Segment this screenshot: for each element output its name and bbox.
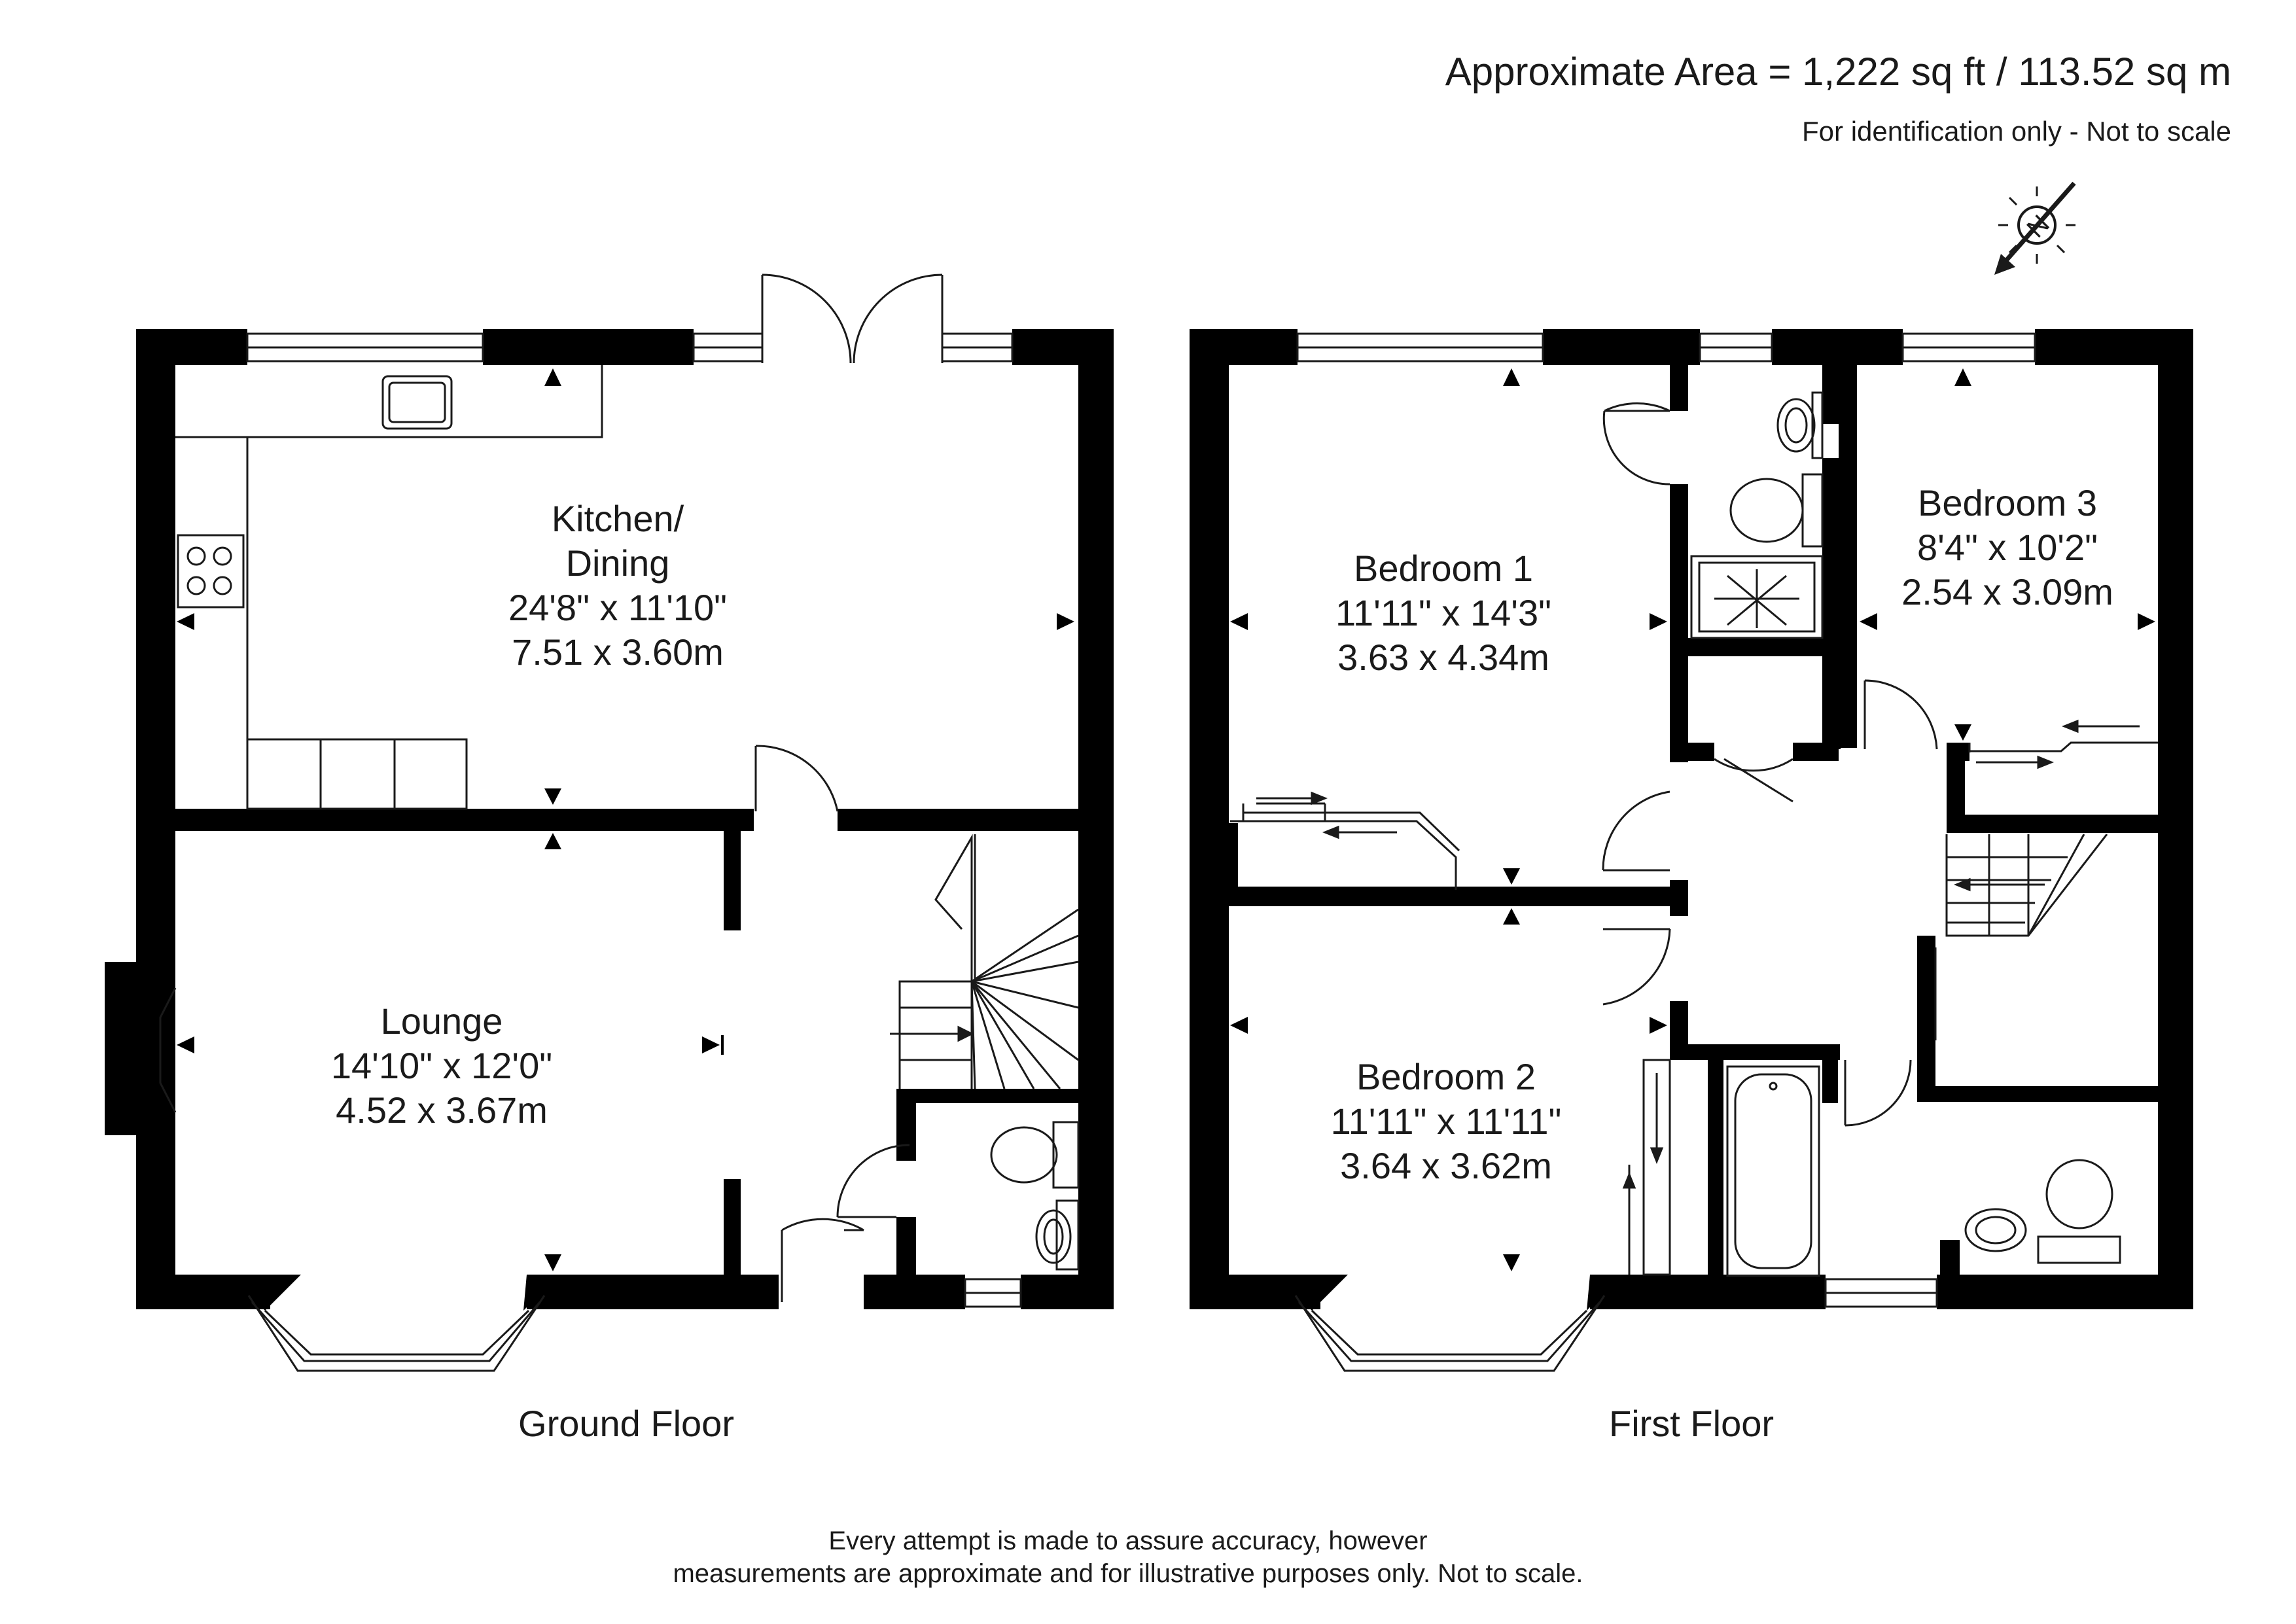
first-floor-fixtures xyxy=(1230,391,2158,1277)
ground-floor-labels: Kitchen/ Dining 24'8" x 11'10" 7.51 x 3.… xyxy=(331,498,734,1444)
room-size-metric-kitchen: 7.51 x 3.60m xyxy=(512,631,724,673)
first-floor-arrows xyxy=(1256,719,2140,1269)
identification-note: For identification only - Not to scale xyxy=(1802,116,2231,147)
french-doors xyxy=(761,274,944,364)
ground-floor-walls xyxy=(105,329,1114,1311)
ground-floor-doors xyxy=(754,745,910,1302)
room-name-kitchen-2: Dining xyxy=(566,542,670,584)
first-floor-labels: Bedroom 1 11'11" x 14'3" 3.63 x 4.34m Be… xyxy=(1331,482,2113,1444)
room-size-imperial-bedroom-1: 11'11" x 14'3" xyxy=(1335,592,1551,633)
room-size-metric-bedroom-1: 3.63 x 4.34m xyxy=(1337,637,1549,678)
room-size-imperial-lounge: 14'10" x 12'0" xyxy=(331,1045,552,1086)
first-floor-windows xyxy=(1294,332,2036,1372)
ground-floor-windows xyxy=(159,332,1022,1372)
disclaimer-line-2: measurements are approximate and for ill… xyxy=(673,1559,1583,1588)
room-size-imperial-bedroom-3: 8'4" x 10'2" xyxy=(1917,527,2098,568)
first-floor-doors xyxy=(1602,402,1938,1127)
first-floor-markers xyxy=(1230,368,2155,1271)
room-name-kitchen: Kitchen/ xyxy=(552,498,684,539)
room-name-bedroom-1: Bedroom 1 xyxy=(1354,548,1533,589)
first-floor-walls xyxy=(1190,329,2193,1311)
room-size-metric-lounge: 4.52 x 3.67m xyxy=(336,1089,548,1131)
first-floor-caption: First Floor xyxy=(1609,1403,1774,1444)
disclaimer: Every attempt is made to assure accuracy… xyxy=(673,1527,1583,1588)
approximate-area: Approximate Area = 1,222 sq ft / 113.52 … xyxy=(1445,50,2231,94)
ground-floor-markers xyxy=(177,368,1074,1271)
room-name-lounge: Lounge xyxy=(381,1000,503,1042)
kitchen-fittings xyxy=(175,365,603,810)
ground-floor-caption: Ground Floor xyxy=(518,1403,734,1444)
room-size-metric-bedroom-2: 3.64 x 3.62m xyxy=(1340,1145,1552,1186)
disclaimer-line-1: Every attempt is made to assure accuracy… xyxy=(828,1527,1427,1555)
room-size-metric-bedroom-3: 2.54 x 3.09m xyxy=(1901,571,2113,612)
room-name-bedroom-2: Bedroom 2 xyxy=(1356,1056,1536,1097)
ground-floor: Kitchen/ Dining 24'8" x 11'10" 7.51 x 3.… xyxy=(105,274,1114,1444)
hob-icon xyxy=(177,534,245,609)
room-size-imperial-bedroom-2: 11'11" x 11'11" xyxy=(1331,1101,1562,1142)
room-name-bedroom-3: Bedroom 3 xyxy=(1918,482,2097,523)
room-size-imperial-kitchen: 24'8" x 11'10" xyxy=(508,587,727,628)
north-compass-icon: N xyxy=(1994,181,2076,275)
ground-floor-stairs xyxy=(890,834,1079,1089)
header: Approximate Area = 1,222 sq ft / 113.52 … xyxy=(1445,50,2231,147)
sink-icon xyxy=(381,375,453,430)
ground-floor-wc xyxy=(990,1121,1080,1271)
first-floor: Bedroom 1 11'11" x 14'3" 3.63 x 4.34m Be… xyxy=(1190,329,2193,1444)
